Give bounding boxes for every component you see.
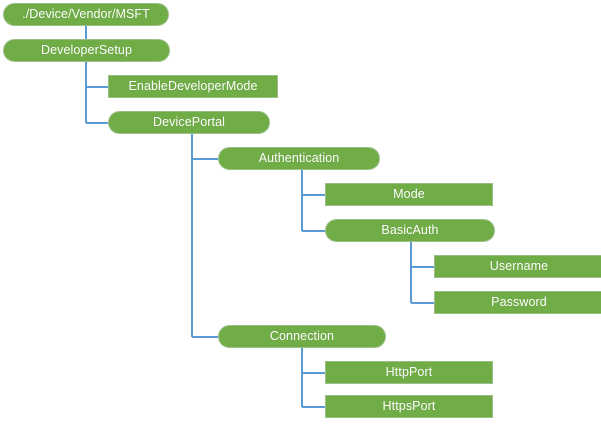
tree-node-label: EnableDeveloperMode bbox=[128, 79, 258, 94]
tree-node-authentication[interactable]: Authentication bbox=[218, 147, 380, 170]
tree-node-developersetup[interactable]: DeveloperSetup bbox=[3, 39, 170, 62]
tree-node-label: BasicAuth bbox=[381, 223, 439, 238]
tree-node-label: HttpPort bbox=[385, 365, 433, 380]
tree-node-label: HttpsPort bbox=[382, 399, 436, 414]
tree-node-label: DevicePortal bbox=[152, 115, 226, 130]
tree-node-httpport[interactable]: HttpPort bbox=[325, 361, 493, 384]
tree-node-label: Authentication bbox=[258, 151, 340, 166]
tree-node-root[interactable]: ./Device/Vendor/MSFT bbox=[3, 3, 169, 26]
tree-node-label: Connection bbox=[269, 329, 335, 344]
tree-node-label: Password bbox=[491, 295, 547, 310]
tree-node-label: Username bbox=[489, 259, 549, 274]
tree-node-label: ./Device/Vendor/MSFT bbox=[22, 7, 150, 22]
tree-node-deviceportal[interactable]: DevicePortal bbox=[108, 111, 270, 134]
tree-node-basicauth[interactable]: BasicAuth bbox=[325, 219, 495, 242]
tree-node-username[interactable]: Username bbox=[434, 255, 601, 278]
tree-node-httpsport[interactable]: HttpsPort bbox=[325, 395, 493, 418]
tree-node-enabledevelopermode[interactable]: EnableDeveloperMode bbox=[108, 75, 278, 98]
tree-node-label: Mode bbox=[393, 187, 425, 202]
tree-node-password[interactable]: Password bbox=[434, 291, 601, 314]
tree-node-connection[interactable]: Connection bbox=[218, 325, 386, 348]
tree-node-label: DeveloperSetup bbox=[40, 43, 133, 58]
tree-node-mode[interactable]: Mode bbox=[325, 183, 493, 206]
